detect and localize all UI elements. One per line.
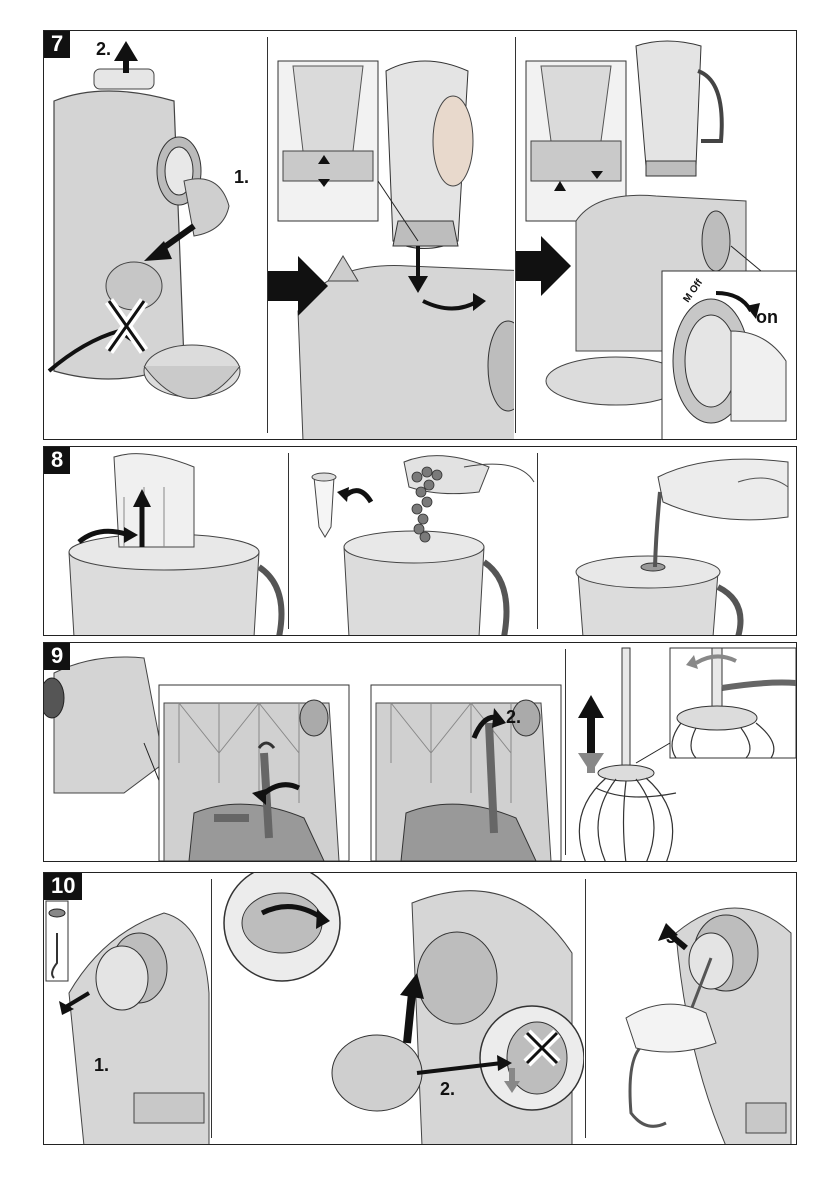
step-label-2: 2. (440, 1079, 455, 1099)
mixer-side-illustration: 2. 1. (44, 31, 266, 440)
step-7-panel-remove-cover: 2. 1. (44, 31, 266, 439)
step-number-badge: 8 (44, 447, 70, 474)
lid-open-illustration (44, 447, 287, 636)
step-10-section: 10 1. (43, 872, 797, 1145)
step-label-1: 1. (94, 1055, 109, 1075)
step-9-panel-whisk (566, 643, 797, 861)
step-label-2: 2. (96, 39, 111, 59)
step-number-badge: 9 (44, 643, 70, 670)
add-ingredients-illustration (289, 447, 536, 636)
attach-hook-illustration: 3. (586, 873, 797, 1145)
add-liquid-illustration (538, 447, 797, 636)
blender-switch-on-illustration: on M Off (516, 31, 797, 440)
whisk-illustration (566, 643, 797, 862)
step-8-panel-add-liquid (538, 447, 797, 635)
step-9-panel-wrench-loosen: 2. (44, 643, 564, 861)
step-label-3: 3. (666, 927, 681, 947)
step-label-2: 2. (506, 707, 521, 727)
step-9-section: 9 2. (43, 642, 797, 862)
insert-hook-illustration: 2. (212, 873, 584, 1145)
step-10-panel-remove-cap: 1. (44, 873, 210, 1144)
step-7-panel-attach-blender (268, 31, 514, 439)
step-10-panel-attach-hook: 3. (586, 873, 797, 1144)
step-7-section: 7 2. 1. (43, 30, 797, 440)
wrench-illustration: 2. (44, 643, 564, 862)
remove-cap-illustration: 1. (44, 873, 210, 1145)
step-8-panel-add-ingredients (289, 447, 536, 635)
blender-attach-illustration (268, 31, 514, 440)
switch-on-label: on (756, 307, 778, 327)
step-8-section: 8 (43, 446, 797, 636)
step-number-badge: 10 (44, 873, 82, 900)
step-10-panel-insert-hook: 2. (212, 873, 584, 1144)
step-label-1: 1. (234, 167, 249, 187)
step-number-badge: 7 (44, 31, 70, 58)
step-7-panel-switch-on: on M Off (516, 31, 797, 439)
step-8-panel-open-lid (44, 447, 287, 635)
